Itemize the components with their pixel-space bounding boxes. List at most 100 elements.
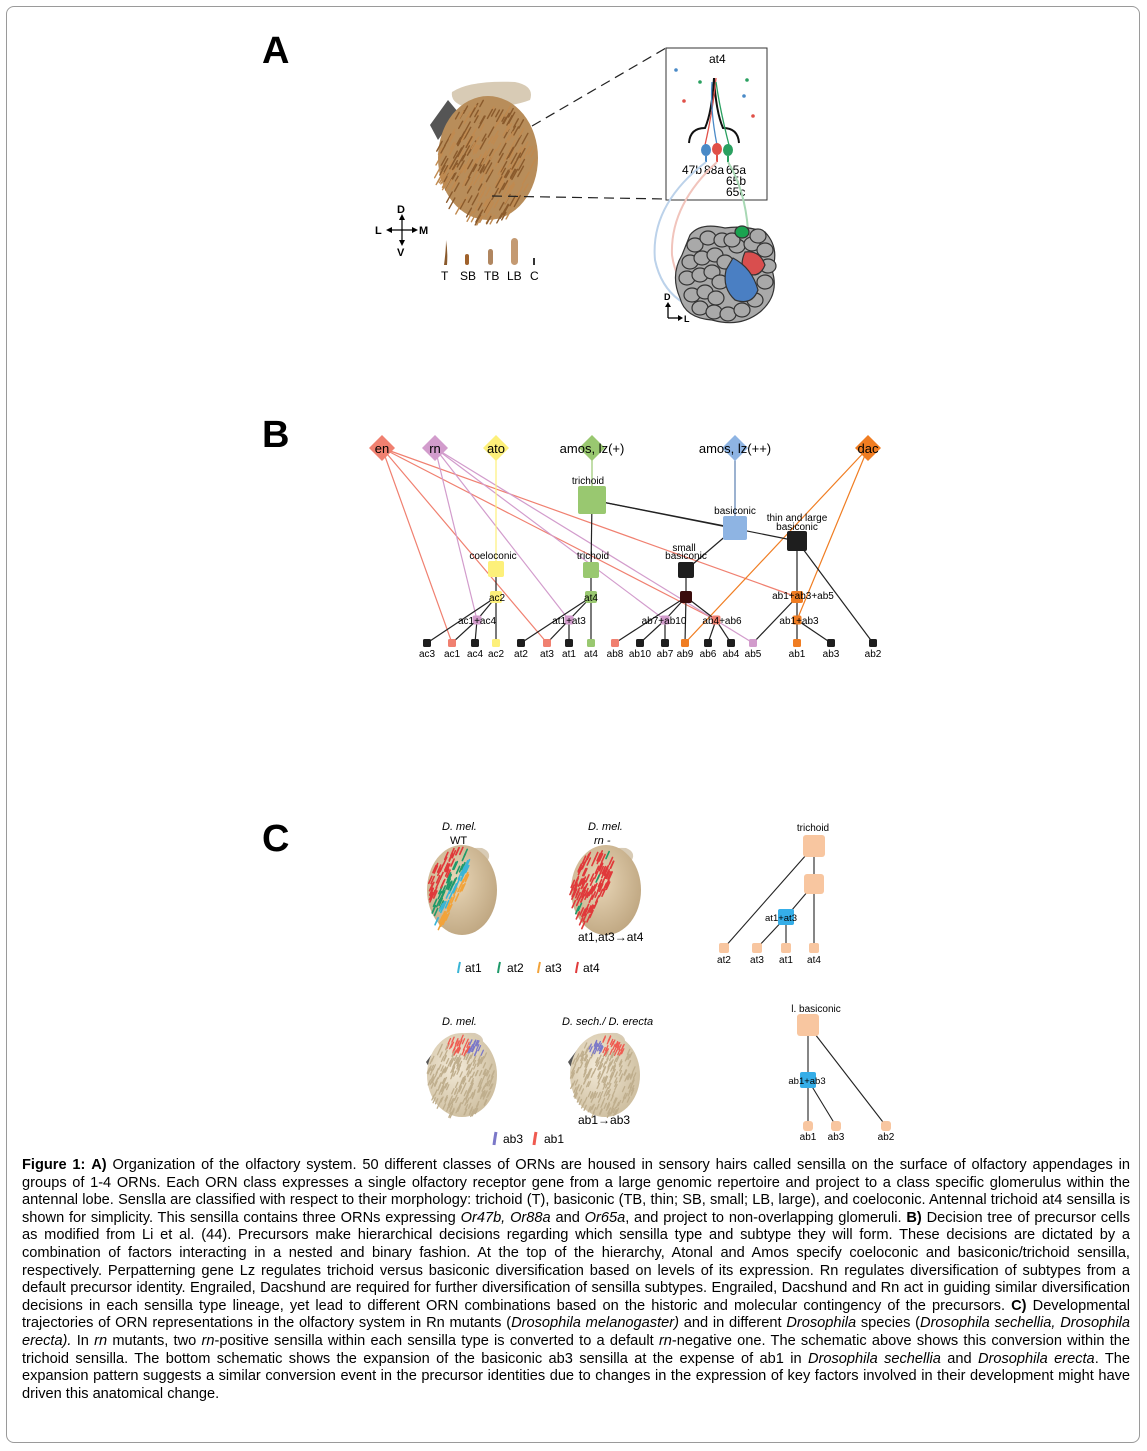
antenna-hair	[508, 111, 516, 124]
lobe-axis-l: L	[684, 314, 690, 324]
antenna-hair	[463, 157, 472, 170]
antenna-hair	[502, 123, 510, 137]
sensillum-hair	[607, 1082, 612, 1090]
sensillum-hair	[435, 898, 441, 908]
sensillum-hair	[446, 900, 452, 910]
sensillum-hair	[594, 1092, 598, 1099]
antenna-hair	[451, 164, 458, 175]
antenna-hair	[488, 167, 494, 176]
sensillum-hair	[617, 1099, 622, 1107]
sensillum-hair	[610, 1065, 614, 1072]
sensillum-hair	[589, 1105, 594, 1112]
hair-type-sb: SB	[460, 269, 476, 283]
sensillum-hair	[447, 1037, 452, 1045]
sensillum-hair	[455, 1107, 459, 1114]
sensillum-hair	[601, 1076, 605, 1083]
sensillum-hair	[586, 1071, 591, 1079]
antenna-hair	[488, 192, 494, 201]
sensillum-hair	[443, 851, 449, 861]
sensillum-hair	[440, 1065, 444, 1072]
sensillum-hair	[609, 860, 615, 869]
sensillum-hair	[610, 1073, 614, 1080]
ac1ac4-node	[472, 615, 482, 625]
antenna-hair	[509, 195, 516, 207]
sensillum-hair	[607, 871, 612, 880]
glomerulus	[707, 290, 725, 306]
sensillum-hair	[459, 1039, 463, 1046]
sensillum-hair	[583, 882, 589, 892]
antenna-hair	[473, 173, 481, 186]
leaf-node	[793, 639, 801, 647]
leaf-label-ab9: ab9	[677, 649, 694, 660]
sensillum-hair	[444, 1082, 449, 1089]
sensillum-hair	[620, 1048, 625, 1055]
sensillum-hair	[582, 913, 588, 922]
sensillum-hair	[612, 1068, 616, 1075]
sensillum-hair	[443, 1054, 447, 1061]
sensillum-hair	[609, 1048, 613, 1056]
sensillum-hair	[461, 882, 466, 892]
antenna-hair	[458, 120, 464, 130]
sensillum-hair	[450, 858, 455, 867]
hair-type-c: C	[530, 269, 539, 283]
antenna-hair	[504, 184, 512, 198]
panel-label-c: C	[262, 818, 290, 860]
sensillum-hair	[600, 1071, 604, 1079]
antenna-hair	[445, 191, 453, 203]
tree-edge	[684, 596, 687, 644]
tree-edge	[614, 596, 687, 644]
antenna-hair	[450, 154, 458, 168]
glomerulus	[705, 304, 723, 320]
leaf-label-ac2: ac2	[488, 649, 505, 660]
leaf-label-at4: at4	[584, 649, 598, 660]
sensillum-hair	[580, 1088, 585, 1095]
sensillum-hair	[459, 1071, 463, 1078]
sensillum-hair	[442, 1077, 447, 1084]
sensillum-hair	[627, 1082, 632, 1089]
sensillum-hair	[591, 1103, 595, 1110]
small-basiconic-node	[678, 562, 694, 578]
sensillum-hair	[446, 1103, 451, 1110]
sensillum-hair	[444, 1066, 449, 1073]
sensillum-hair	[606, 1111, 611, 1119]
antenna-hair	[477, 202, 483, 211]
legend-ab3: ab3	[503, 1132, 523, 1146]
sensillum-hair	[461, 1097, 466, 1105]
sensillum-hair	[440, 1068, 445, 1075]
tree-edge	[434, 447, 478, 621]
label-ab7ab10: ab7+ab10	[642, 616, 687, 627]
sensillum-hair	[436, 864, 442, 873]
sensillum-hair	[630, 1084, 635, 1092]
sensillum-hair	[474, 1107, 478, 1115]
sensillum-hair	[632, 1072, 637, 1079]
sensillum-hair	[608, 856, 614, 866]
antenna-hair	[462, 175, 469, 187]
leaf-label-ab10: ab10	[629, 649, 652, 660]
sensillum-hair	[604, 879, 610, 889]
sensillum-hair	[584, 1059, 589, 1066]
sensillum-hair	[491, 1071, 495, 1078]
zoom-line-top	[531, 47, 667, 127]
factor-node	[579, 435, 605, 461]
antenna-illustration	[430, 81, 538, 226]
sensillum-hair	[489, 1063, 493, 1070]
sensillum-hair	[588, 1043, 592, 1050]
sensillum-hair	[440, 1096, 444, 1103]
sensillum-hair	[579, 907, 585, 916]
antenna-hair	[478, 182, 486, 195]
factor-node	[855, 435, 881, 461]
sensillum-hair	[602, 1046, 606, 1054]
antenna-hair	[441, 181, 448, 191]
antenna-hair	[509, 159, 517, 172]
sensillum-hair	[455, 1047, 459, 1054]
sensillum-hair	[586, 914, 591, 923]
sensillum-hair	[599, 1044, 603, 1052]
sensillum-hair	[575, 897, 581, 907]
sensillum-hair	[626, 1073, 631, 1080]
hair-type-legend: T SB TB LB C	[441, 238, 539, 283]
antenna-hair	[452, 179, 459, 189]
antenna-hair	[479, 99, 484, 108]
antenna-hair	[448, 197, 456, 210]
sensillum-hair	[612, 1106, 617, 1114]
